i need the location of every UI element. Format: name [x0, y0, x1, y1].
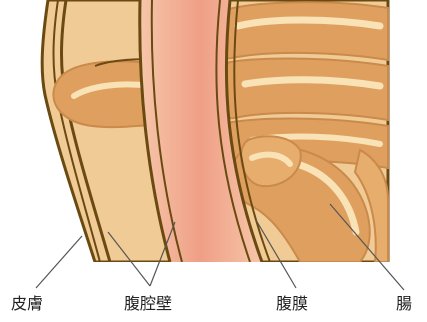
label-abdominal-wall: 腹腔壁 [124, 296, 172, 312]
label-skin: 皮膚 [11, 296, 43, 312]
label-peritoneum: 腹膜 [276, 296, 308, 312]
skin-leader-line [36, 236, 82, 288]
label-intestine: 腸 [396, 296, 412, 312]
